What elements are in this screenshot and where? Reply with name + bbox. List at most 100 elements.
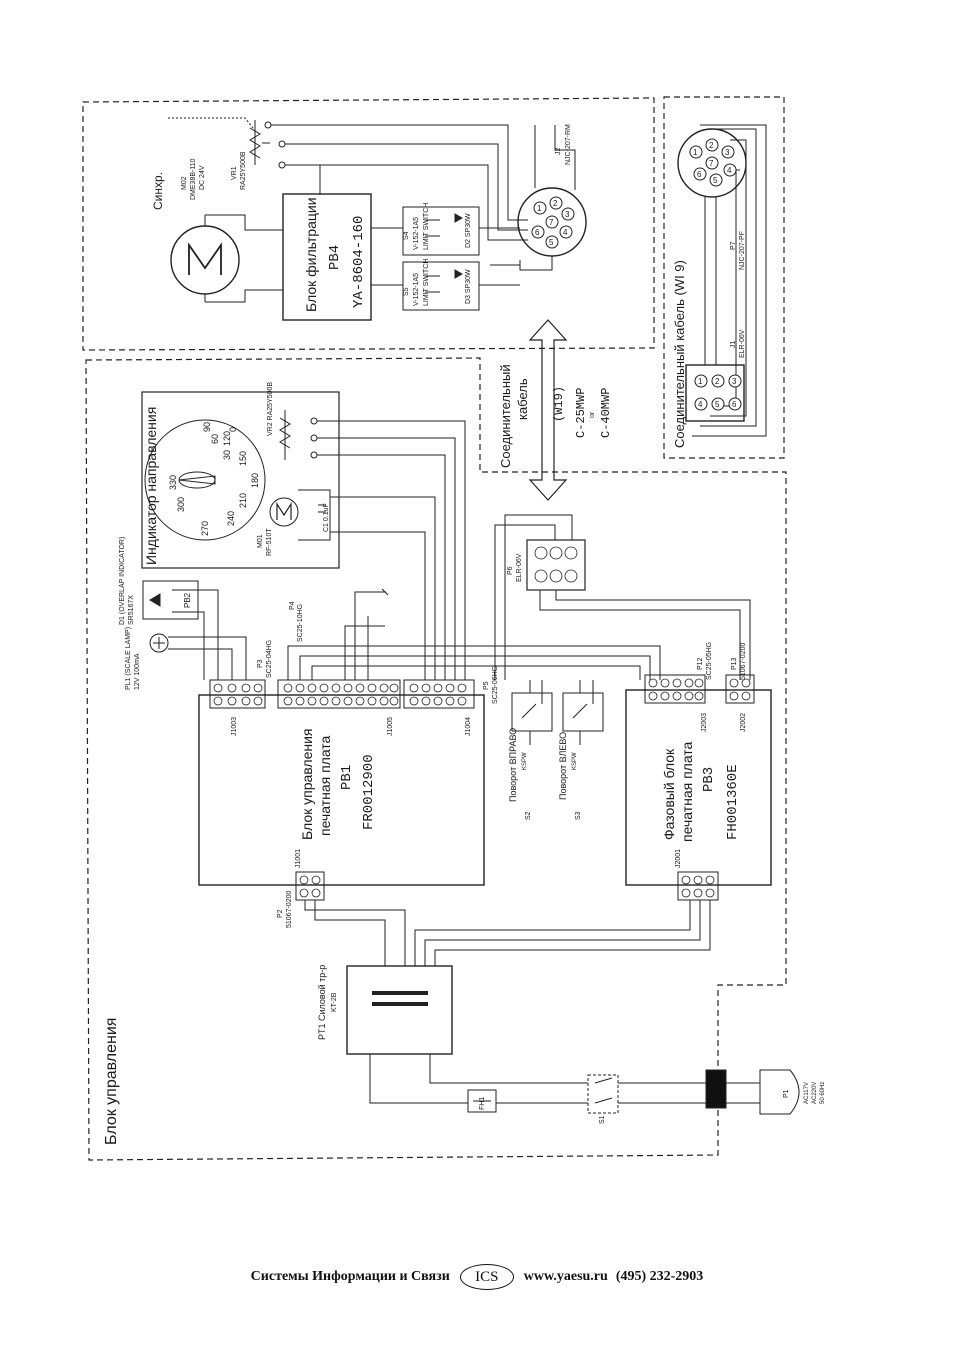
j1-label: J1: [730, 341, 737, 349]
pcb-pb4-part: YA-8604-160: [351, 216, 367, 308]
scale-0: 0: [228, 427, 238, 432]
motor-m02: [170, 225, 240, 295]
j2-pin: 4: [563, 228, 568, 237]
j2001-label: J2001: [675, 849, 682, 868]
control-unit-labels: Блок управления Индикатор направления M0…: [103, 382, 826, 1145]
sw-right-label: Поворот ВПРАВО: [508, 728, 518, 802]
j1003-label: J1003: [231, 717, 238, 736]
j2-part: NJC-207-RM: [565, 124, 572, 165]
scale-180: 180: [250, 473, 260, 488]
transformer-pt1: [346, 965, 453, 1055]
header-p5: [403, 679, 475, 709]
j2-pin: 1: [537, 204, 542, 213]
pcb-pb1: [198, 694, 485, 886]
j1001-label: J1001: [295, 849, 302, 868]
led-pb2-box: [142, 580, 199, 620]
sync-label: Синхр.: [151, 172, 165, 210]
p13-label: P13: [731, 657, 738, 670]
top-unit-border: [82, 97, 655, 351]
s4-label: LIMIT SWITCH: [423, 203, 430, 250]
sw-right-spec: KSPW: [522, 752, 528, 770]
j1-pin: 5: [715, 400, 720, 409]
scale-210: 210: [238, 493, 248, 508]
p13-part: 51067-0200: [740, 643, 747, 680]
footer-site[interactable]: www.yaesu.ru: [523, 1269, 608, 1284]
motor-m01-label: M01: [257, 534, 264, 548]
p2-part: 51067-0200: [286, 891, 293, 928]
scale-240: 240: [226, 511, 236, 526]
plug-p1-label: P1: [783, 1089, 790, 1098]
wiring-schematic: 1 2 3 4 5 6 7 Синхр. M02 DME38B-110 DC 2…: [82, 96, 826, 1161]
right-cable-border: [663, 96, 785, 459]
p4-label: P4: [289, 601, 296, 610]
pb1-title: Блок управления: [299, 728, 315, 840]
j1-pin: 3: [732, 377, 737, 386]
fuse-label: FH1: [479, 1097, 486, 1110]
scale-330: 330: [168, 475, 178, 490]
p7-pin: 5: [713, 176, 718, 185]
indicator-title: Индикатор направления: [143, 407, 159, 565]
right-cable: [677, 124, 767, 437]
direction-dial: [144, 419, 266, 541]
p3-part: SC25-04HG: [266, 640, 273, 678]
p7-pin: 2: [709, 141, 714, 150]
p5-part: SC25-06HG: [492, 666, 499, 704]
power-spec-2: AC220V: [812, 1082, 818, 1104]
control-unit-border: [85, 357, 787, 1161]
transformer-label: PT1 Силовой тр-р: [317, 965, 327, 1040]
p7-pin: 4: [727, 166, 732, 175]
p7-pin: 6: [697, 170, 702, 179]
switch-s1-label: S1: [599, 1115, 606, 1124]
header-pins: [213, 546, 751, 898]
p7-pin: 7: [709, 159, 714, 168]
left-cable-option-1: C-25MWP: [574, 388, 588, 438]
scale-120: 120: [222, 431, 232, 446]
led-d1-part: SR5167X: [128, 595, 135, 625]
led-d1-label: D1 (OVERLAP INDICATOR): [119, 537, 126, 625]
j2-pin: 6: [535, 228, 540, 237]
control-unit-title: Блок управления: [103, 1018, 120, 1145]
motor-m02-spec: DME38B-110: [190, 158, 197, 200]
sw-right-ref: S2: [525, 811, 532, 820]
j2-pins: 1 2 3 4 5 6 7: [531, 196, 575, 249]
j1-pin: 1: [698, 377, 703, 386]
switch-s3: [562, 692, 604, 732]
pb3-id: PB3: [701, 767, 717, 792]
pcb-pb4-id: PB4: [327, 245, 343, 270]
scale-150: 150: [238, 451, 248, 466]
direction-indicator-box: [141, 391, 340, 569]
header-p13: [725, 674, 755, 704]
pcb-pb3: [625, 689, 772, 886]
p7-part: NJC-207-PF: [739, 231, 746, 270]
p7-pin: 3: [725, 148, 730, 157]
left-cable-option-2: C-40MWP: [599, 388, 613, 438]
j2-label: J2: [555, 148, 562, 156]
limit-switch-s4: [402, 206, 480, 256]
p6-part: ELR-06V: [516, 553, 523, 582]
s5-part: V-152-1A5: [413, 273, 420, 306]
fuse-fh1: [467, 1089, 497, 1113]
pb2-label: PB2: [183, 592, 192, 608]
header-p12: [644, 674, 706, 704]
p3-label: P3: [257, 659, 264, 668]
sw-left-spec: KSPW: [572, 752, 578, 770]
j1-pin: 4: [698, 400, 703, 409]
j2-pin: 3: [565, 210, 570, 219]
left-cable-or: or: [589, 411, 596, 418]
p7-pins: 1 2 3 4 5 6 7: [689, 138, 737, 187]
motor-m02-volt: DC 24V: [199, 165, 206, 190]
scale-lamp-pl1: [149, 633, 169, 653]
cap-c1: C1 0.1uF: [323, 503, 330, 532]
left-cable-title-2: кабель: [515, 378, 530, 420]
p12-part: SC25-05HG: [706, 642, 713, 680]
power-spec-1: AC117V: [804, 1082, 810, 1104]
scale-270: 270: [200, 521, 210, 536]
p2-label: P2: [277, 909, 284, 918]
scale-90: 90: [202, 422, 212, 432]
pcb-pb4: [282, 193, 372, 321]
header-p2: [295, 871, 325, 901]
j1-pin: 2: [715, 377, 720, 386]
limit-switch-s5: [402, 261, 480, 311]
connector-j1-block: [685, 364, 745, 422]
footer: Системы Информации и Связи ICS www.yaesu…: [0, 1262, 954, 1292]
